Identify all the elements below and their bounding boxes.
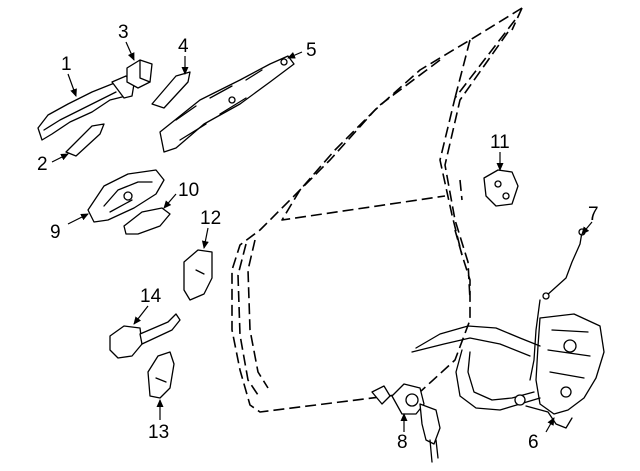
callout-11: 11 bbox=[490, 132, 510, 153]
callout-5: 5 bbox=[306, 40, 317, 61]
leader-10 bbox=[163, 193, 177, 209]
door-check-part bbox=[109, 313, 181, 359]
upper-hinge-part bbox=[183, 249, 213, 301]
handle-carrier-part bbox=[159, 55, 295, 153]
callout-9: 9 bbox=[50, 222, 61, 243]
leader-9 bbox=[67, 213, 89, 225]
latch-assembly-part bbox=[411, 299, 605, 429]
callout-3: 3 bbox=[118, 22, 129, 43]
leader-14 bbox=[133, 305, 149, 325]
callout-4: 4 bbox=[178, 36, 189, 57]
striker-part bbox=[483, 169, 519, 207]
key-cylinder-part bbox=[371, 383, 441, 463]
leader-6 bbox=[545, 417, 555, 433]
handle-bezel-part bbox=[65, 123, 105, 157]
callout-7: 7 bbox=[588, 204, 599, 225]
callout-10: 10 bbox=[178, 180, 199, 201]
lower-hinge-part bbox=[147, 351, 175, 399]
leader-7 bbox=[581, 221, 593, 235]
interior-bezel-part bbox=[123, 207, 171, 235]
leader-5 bbox=[287, 51, 303, 59]
door-frame-outline bbox=[231, 7, 523, 413]
leader-2 bbox=[51, 153, 69, 163]
exterior-handle-part bbox=[37, 75, 135, 141]
callout-2: 2 bbox=[37, 154, 48, 175]
callout-1: 1 bbox=[61, 54, 72, 75]
interior-handle-part bbox=[87, 169, 165, 223]
callout-12: 12 bbox=[200, 208, 221, 229]
cylinder-cap-part bbox=[126, 59, 153, 89]
leader-3 bbox=[125, 41, 135, 61]
callout-labels: 1 2 3 4 5 6 7 8 9 10 11 12 13 14 bbox=[37, 22, 599, 453]
callout-13: 13 bbox=[148, 422, 169, 443]
gasket-part bbox=[151, 71, 191, 109]
callout-14: 14 bbox=[140, 286, 162, 307]
leader-12 bbox=[201, 227, 209, 249]
leader-1 bbox=[67, 73, 77, 97]
callout-8: 8 bbox=[397, 432, 408, 453]
lock-rod-part bbox=[542, 228, 586, 300]
callout-6: 6 bbox=[528, 432, 539, 453]
callout-leaders bbox=[51, 41, 593, 433]
